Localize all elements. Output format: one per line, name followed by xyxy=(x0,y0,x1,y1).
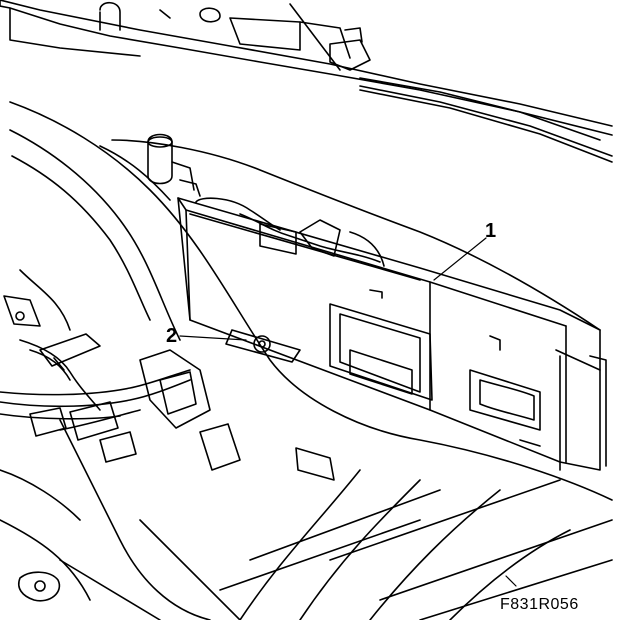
left-bracket xyxy=(4,296,100,601)
clip-small xyxy=(296,448,334,480)
control-module xyxy=(178,198,606,470)
dash-panel-contours xyxy=(0,102,612,620)
cutaway-lines xyxy=(220,470,612,620)
upper-trim-panel xyxy=(0,0,612,162)
mounting-post xyxy=(148,135,200,197)
callout-label-2: 2 xyxy=(166,325,178,347)
callout-label-1: 1 xyxy=(485,220,497,242)
leader-lines xyxy=(180,238,516,586)
plug-connector-left xyxy=(30,350,240,470)
figure-code: F831R056 xyxy=(500,596,579,613)
